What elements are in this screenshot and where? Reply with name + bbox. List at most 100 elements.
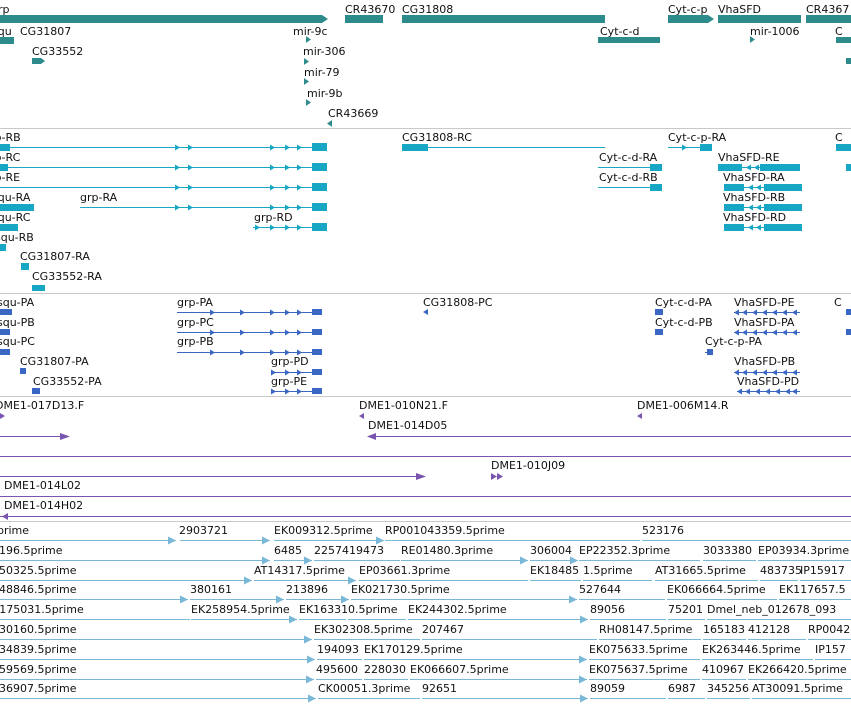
est-label[interactable]: 75201 [668,603,703,616]
est-label[interactable]: AT31665.5prime [655,564,746,577]
gene-label[interactable]: CR4367 [806,3,850,16]
clone-label[interactable]: DME1-014D05 [368,419,448,432]
est-label[interactable]: AT14317.5prime [254,564,345,577]
est-label[interactable]: 6485 [274,544,302,557]
transcript-label[interactable]: squ-RC [0,211,31,224]
est-label[interactable]: 194093 [317,643,359,656]
est-label[interactable]: EP22352.3prime [579,544,671,557]
est-label[interactable]: 306004 [530,544,572,557]
est-label[interactable]: CK00051.3prime [318,682,411,695]
transcript-label[interactable]: squ-RA [0,191,31,204]
transcript-label[interactable]: squ-RB [0,231,34,244]
transcript-label[interactable]: CG31807-RA [20,250,90,263]
clone-label[interactable]: DME1-014H02 [4,499,84,512]
est-label[interactable]: E30160.5prime [0,623,77,636]
est-label[interactable]: EK170129.5prime [364,643,463,656]
gene-feature[interactable] [806,15,851,23]
est-label[interactable]: RP001043359.5prime [385,524,505,537]
est-label[interactable]: EK302308.5prime [314,623,413,636]
est-label[interactable]: RP00423 [808,623,851,636]
est-label[interactable]: RE01480.3prime [401,544,494,557]
est-label[interactable]: EK075637.5prime [589,663,688,676]
gene-label[interactable]: mir-79 [304,66,340,79]
est-label[interactable]: 523176 [642,524,684,537]
est-label[interactable]: 165183 [703,623,745,636]
clone-label[interactable]: DME1-014L02 [4,479,81,492]
est-label[interactable]: 207467 [422,623,464,636]
transcript-label[interactable]: CG33552-RA [32,270,102,283]
est-label[interactable]: 345256 [707,682,749,695]
transcript-label[interactable]: Cyt-c-d-RA [599,151,658,164]
est-label[interactable]: 0.5prime [348,603,398,616]
protein-label[interactable]: grp-PD [271,355,309,368]
est-label[interactable]: 1.5prime [583,564,633,577]
est-label[interactable]: IP15917 [800,564,845,577]
est-label[interactable]: 483735 [760,564,802,577]
est-label[interactable]: EK16331 [299,603,349,616]
transcript-label[interactable]: VhaSFD-RD [723,211,787,224]
est-label[interactable]: 7196.5prime [0,544,63,557]
transcript-label[interactable]: VhaSFD-RB [723,191,786,204]
est-label[interactable]: 412128 [748,623,790,636]
protein-label[interactable]: VhaSFD-PD [737,375,800,388]
est-label[interactable]: 2257419473 [314,544,384,557]
est-label[interactable]: 6987 [668,682,696,695]
est-label[interactable]: 213896 [286,583,328,596]
transcript-label[interactable]: VhaSFD-RA [723,171,785,184]
protein-label[interactable]: CG31807-PA [20,355,89,368]
est-label[interactable]: EK117657.5 [779,583,846,596]
transcript-label[interactable]: rp-RB [0,131,21,144]
protein-label[interactable]: grp-PB [177,335,214,348]
est-label[interactable]: 228030 [364,663,406,676]
est-label[interactable]: 2903721 [179,524,228,537]
protein-label[interactable]: Cyt-c-d-PB [655,316,713,329]
clone-label[interactable]: DME1-010N21.F [359,399,448,412]
gene-feature[interactable] [668,15,714,23]
protein-label[interactable]: grp-PC [177,316,214,329]
est-label[interactable]: AT30091.5prime [752,682,843,695]
est-label[interactable]: E50325.5prime [0,564,77,577]
est-label[interactable]: 495600 [316,663,358,676]
est-label[interactable]: 92651 [422,682,457,695]
transcript-label[interactable]: CG31808-RC [402,131,472,144]
protein-label[interactable]: CG31808-PC [423,296,493,309]
protein-label[interactable]: squ-PC [0,335,35,348]
est-label[interactable]: K175031.5prime [0,603,84,616]
transcript-label[interactable]: rp-RE [0,171,21,184]
est-label[interactable]: EK075633.5prime [589,643,688,656]
est-label[interactable]: EK066607.5prime [410,663,509,676]
protein-label[interactable]: C [834,296,842,309]
gene-label[interactable]: rp [0,3,10,16]
est-label[interactable]: 89056 [590,603,625,616]
protein-label[interactable]: Cyt-c-d-PA [655,296,712,309]
gene-feature[interactable] [32,58,45,64]
est-label[interactable]: EK066664.5prime [667,583,766,596]
gene-label[interactable]: VhaSFD [718,3,762,16]
protein-label[interactable]: squ-PA [0,296,35,309]
clone-label[interactable]: DME1-006M14.R [637,399,729,412]
gene-feature[interactable] [836,37,851,43]
est-label[interactable]: EK244302.5prime [408,603,507,616]
est-label[interactable]: EK258954.5prime [191,603,290,616]
transcript-label[interactable]: VhaSFD-RE [718,151,780,164]
gene-label[interactable]: Cyt-c-d [600,25,640,38]
gene-feature[interactable] [345,15,383,23]
est-label[interactable]: 527644 [579,583,621,596]
clone-label[interactable]: DME1-017D13.F [0,399,85,412]
est-label[interactable]: EK263446.5prime [702,643,801,656]
protein-label[interactable]: grp-PE [271,375,308,388]
protein-label[interactable]: grp-PA [177,296,213,309]
est-label[interactable]: IP157 [815,643,846,656]
transcript-label[interactable]: grp-RA [80,191,118,204]
gene-feature[interactable] [402,15,605,23]
est-label[interactable]: 89059 [590,682,625,695]
est-label[interactable]: EP03661.3prime [359,564,451,577]
gene-label[interactable]: CG31807 [20,25,72,38]
est-label[interactable]: prime [0,524,30,537]
est-label[interactable]: EP03934.3prime [758,544,850,557]
gene-label[interactable]: Cyt-c-p [668,3,708,16]
transcript-label[interactable]: rp-RC [0,151,21,164]
transcript-label[interactable]: Cyt-c-d-RB [599,171,658,184]
gene-label[interactable]: CR43670 [345,3,396,16]
protein-label[interactable]: squ-PB [0,316,35,329]
